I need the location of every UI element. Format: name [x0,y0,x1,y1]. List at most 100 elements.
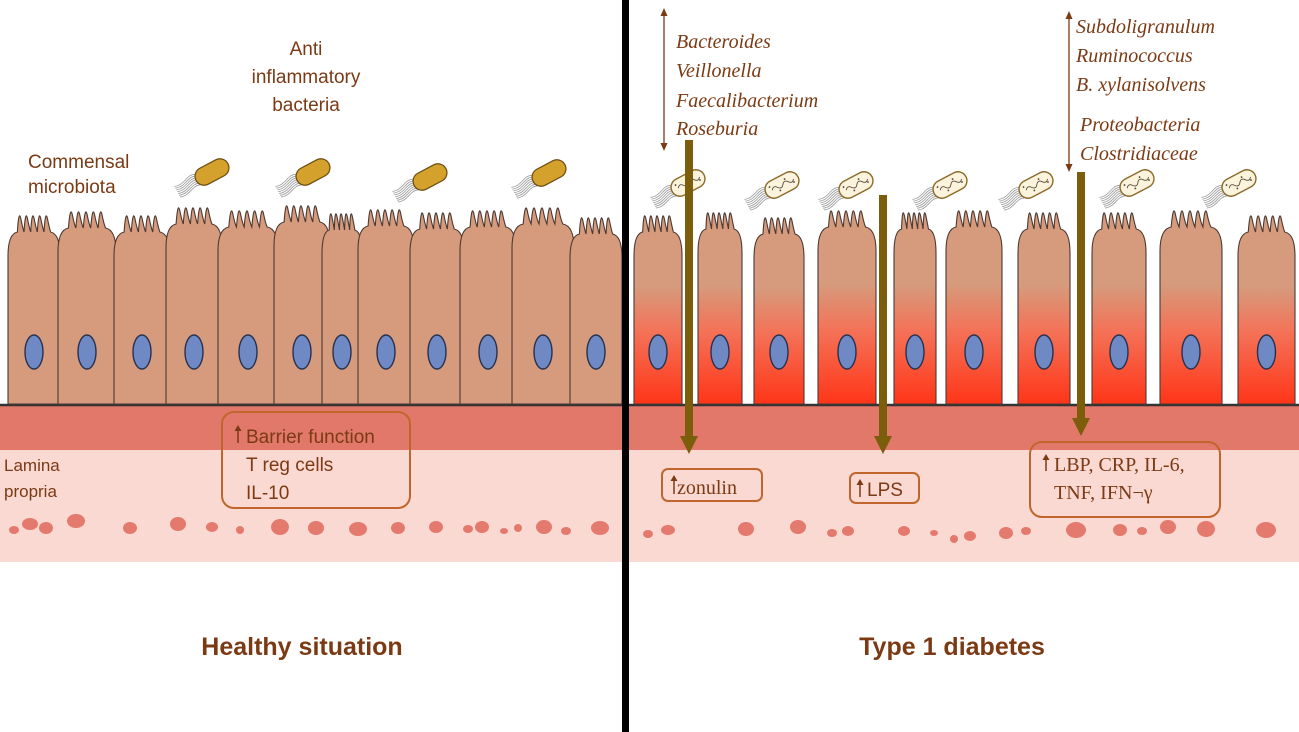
nucleus [184,334,204,370]
increased-taxon-bacteroides: Bacteroides [676,31,771,53]
translocation-arrow-zonulin [680,140,698,454]
dysbiotic-bacteria [650,169,1257,211]
effect-treg-cells: T reg cells [246,455,333,476]
nucleus [238,334,258,370]
translocation-arrow-cytokines [1072,172,1090,436]
nucleus [648,334,668,370]
lamina-cell [500,528,508,534]
epithelium-type1-diabetes [633,210,1296,405]
lamina-cell [236,526,244,534]
lamina-cell [9,526,19,534]
epithelial-cell [217,210,279,405]
epithelial-cell [511,207,575,405]
up-arrow-icon [234,425,242,443]
increase-decrease-arrow-icon [1065,11,1073,172]
lamina-cell [308,521,324,535]
zonulin-box: zonulin [661,468,763,502]
lamina-cell [661,525,675,535]
up-arrow-icon [670,475,678,494]
nucleus [292,334,312,370]
lamina-cell [930,530,938,536]
nucleus [132,334,152,370]
dysbiotic-bacterium [744,171,800,211]
nucleus [332,334,352,370]
healthy-effects-box: Barrier function T reg cells IL-10 [221,411,411,509]
anti-inflammatory-bacterium [275,158,331,198]
lamina-cell [1256,522,1276,538]
lamina-cell [827,529,837,537]
nucleus [427,334,447,370]
lamina-cell [1160,520,1176,534]
lamina-cell [391,522,405,534]
anti-inflammatory-bacterium [511,159,567,199]
nucleus [1181,334,1201,370]
lamina-cell [738,522,754,536]
lamina-cell [1113,524,1127,536]
dysbiotic-bacterium [1099,169,1155,209]
nucleus [478,334,498,370]
nucleus [533,334,553,370]
lamina-cell [123,522,137,534]
lamina-cell [1066,522,1086,538]
epithelial-cell [459,210,517,405]
panel-divider [622,0,629,732]
effect-il10: IL-10 [246,483,289,504]
anti-inflammatory-label-line2: inflammatory [252,67,361,88]
effect-barrier-function: Barrier function [246,427,375,448]
dysbiotic-bacterium [650,169,706,209]
epithelial-cell [1237,215,1296,405]
lamina-cell [271,519,289,535]
lamina-cell [514,524,522,532]
lamina-propria-label-line2: propria [4,482,57,501]
increased-taxon-subdoligranulum: Subdoligranulum [1076,16,1215,38]
decreased-taxon-clostridiaceae: Clostridiaceae [1080,143,1198,165]
lamina-cell [67,514,85,528]
increase-decrease-arrow-icon [660,8,668,151]
up-arrow-icon [856,479,864,497]
nucleus [1256,334,1277,370]
increased-taxon-b-xylanisolvens: B. xylanisolvens [1076,74,1206,96]
nucleus [837,334,857,370]
nucleus [77,334,97,370]
lps-box: LPS [849,472,920,504]
anti-inflammatory-label-line3: bacteria [272,95,340,116]
decreased-taxon-faecalibacterium: Faecalibacterium [675,90,818,112]
nucleus [710,334,730,370]
marker-lps: LPS [867,480,903,501]
lamina-propria-band [0,448,1299,562]
increased-taxon-ruminococcus: Ruminococcus [1075,45,1193,67]
epithelial-cell [321,213,363,405]
commensal-label-line1: Commensal [28,152,129,173]
epithelial-cell [113,215,171,405]
lamina-cells [9,514,1276,543]
lamina-cell [429,521,443,533]
epithelial-cell [893,212,937,405]
lamina-cell [475,521,489,533]
lamina-cell [790,520,806,534]
dysbiotic-bacterium [912,171,968,211]
nucleus [1034,334,1054,370]
lamina-cell [898,526,910,536]
caption-type1-diabetes: Type 1 diabetes [859,633,1045,661]
up-arrow-icon [1042,454,1050,471]
epithelial-cell [945,210,1003,405]
marker-zonulin: zonulin [677,477,737,499]
epithelial-cell [1017,212,1071,405]
epithelial-cell [569,217,623,405]
epithelium-healthy [7,205,623,405]
epithelial-cell [817,210,877,405]
dysbiotic-bacterium [998,171,1054,211]
nucleus [769,334,789,370]
lamina-cell [842,526,854,536]
anti-inflammatory-bacterium [174,158,230,198]
epithelial-cell [1159,210,1223,405]
caption-healthy: Healthy situation [201,633,402,661]
epithelial-cell [273,205,331,405]
lamina-cell [591,521,609,535]
anti-inflammatory-label-line1: Anti [290,39,323,60]
epithelial-cell [409,212,465,405]
epithelial-cell [357,209,415,405]
dysbiotic-bacterium [1201,169,1257,209]
lamina-cell [1137,527,1147,535]
nucleus [905,334,925,370]
